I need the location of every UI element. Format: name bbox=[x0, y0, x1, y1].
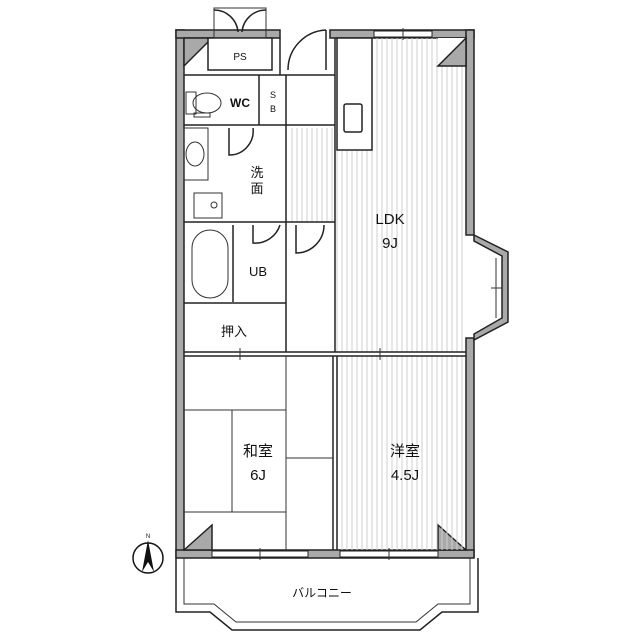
interior-walls bbox=[184, 38, 466, 550]
youshitsu-label: 洋室 bbox=[390, 443, 420, 460]
ldk-label: LDK bbox=[375, 211, 404, 228]
washitsu-size: 6J bbox=[250, 467, 266, 484]
washitsu-label: 和室 bbox=[243, 443, 273, 460]
entrance-door[interactable] bbox=[287, 29, 327, 71]
closet-label: 押入 bbox=[221, 324, 247, 339]
balcony-label: バルコニー bbox=[292, 586, 352, 600]
windows bbox=[211, 28, 439, 560]
bathtub-icon bbox=[191, 229, 229, 299]
sb-label-top: S bbox=[270, 90, 276, 100]
youshitsu-size: 4.5J bbox=[391, 467, 419, 484]
washing-machine-icon bbox=[193, 192, 223, 219]
ldk-size: 9J bbox=[382, 235, 398, 252]
basin-icon bbox=[185, 141, 205, 167]
youshitsu-floor bbox=[336, 356, 466, 550]
toilet-icon bbox=[185, 91, 222, 118]
pipe-space: PS bbox=[207, 7, 273, 71]
washroom-label-2: 面 bbox=[250, 181, 263, 196]
wc-label: WC bbox=[230, 96, 250, 110]
balcony: バルコニー bbox=[175, 558, 479, 631]
sb-label-bottom: B bbox=[270, 104, 276, 114]
hall-floor bbox=[288, 128, 335, 222]
bath-door[interactable] bbox=[252, 224, 281, 244]
wc-door[interactable] bbox=[228, 127, 254, 156]
ldk-door[interactable] bbox=[295, 224, 325, 254]
ub-label: UB bbox=[249, 264, 267, 279]
north-arrow-icon: N bbox=[132, 534, 164, 574]
vanity bbox=[183, 127, 209, 181]
kitchen-counter bbox=[336, 37, 373, 151]
compass-label: N bbox=[146, 534, 150, 540]
sink-icon bbox=[343, 103, 363, 133]
washroom-label-1: 洗 bbox=[250, 165, 263, 180]
ps-label: PS bbox=[233, 52, 247, 63]
